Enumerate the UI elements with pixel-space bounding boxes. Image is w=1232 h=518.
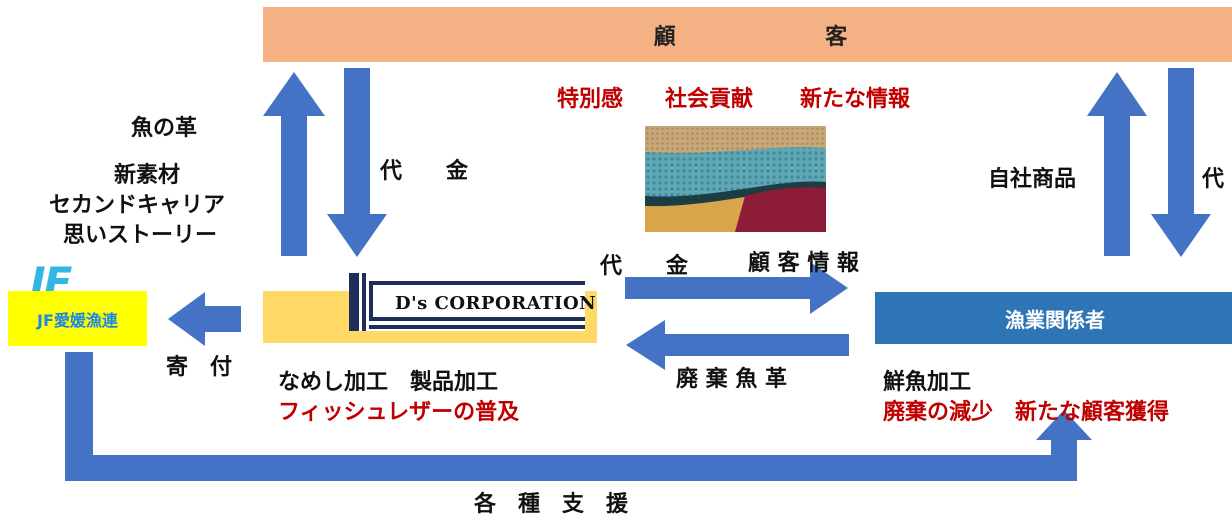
jf-box: JF愛媛漁連 — [8, 291, 147, 346]
arrow-right-middle — [625, 262, 848, 314]
arrow-left-middle — [626, 320, 849, 370]
value-special: 特別感 — [557, 87, 624, 112]
support-label: 各 種 支 援 — [474, 492, 629, 517]
arrow-down-right — [1151, 68, 1211, 257]
jf-label: JF愛媛漁連 — [37, 310, 118, 330]
fishery-label: 漁業関係者 — [1005, 307, 1105, 332]
ds-goal-label: フィッシュレザーの普及 — [278, 400, 520, 425]
donation-label: 寄 付 — [166, 355, 233, 380]
arrow-down-left — [327, 68, 387, 257]
ds-corporation-name: D's CORPORATION — [395, 293, 597, 314]
arrow-up-right — [1087, 72, 1147, 256]
arrow-left-donation — [168, 292, 241, 346]
fish-skin-label: 魚の革 — [131, 116, 198, 141]
support-connector — [65, 352, 1092, 481]
payment-label-right: 代 — [1202, 167, 1225, 192]
fishery-box: 漁業関係者 — [875, 292, 1232, 344]
fishery-goals-label: 廃棄の減少 新たな顧客獲得 — [883, 400, 1170, 425]
waste-skin-label: 廃 棄 魚 革 — [676, 367, 787, 392]
value-new-info: 新たな情報 — [800, 87, 911, 112]
customer-bar: 顧 客 — [263, 7, 1232, 62]
second-career-label: セカンドキャリア — [49, 193, 226, 218]
fish-processing-label: 鮮魚加工 — [883, 370, 972, 395]
value-social-contribution: 社会貢献 — [665, 87, 754, 112]
customer-label: 顧 客 — [653, 24, 883, 50]
customer-info-label: 顧 客 情 報 — [748, 251, 859, 276]
story-label: 思いストーリー — [63, 223, 218, 248]
fish-leather-photo — [645, 126, 826, 232]
new-material-label: 新素材 — [114, 163, 181, 188]
own-products-label: 自社商品 — [988, 167, 1077, 192]
arrow-up-left — [263, 72, 325, 256]
payment-label-left: 代 金 — [380, 159, 469, 184]
jf-ehime: JF JF愛媛漁連 — [8, 258, 148, 346]
ds-work-label: なめし加工 製品加工 — [278, 370, 499, 395]
ds-corporation-logo — [349, 273, 585, 331]
payment-label-middle: 代 金 — [600, 254, 689, 279]
